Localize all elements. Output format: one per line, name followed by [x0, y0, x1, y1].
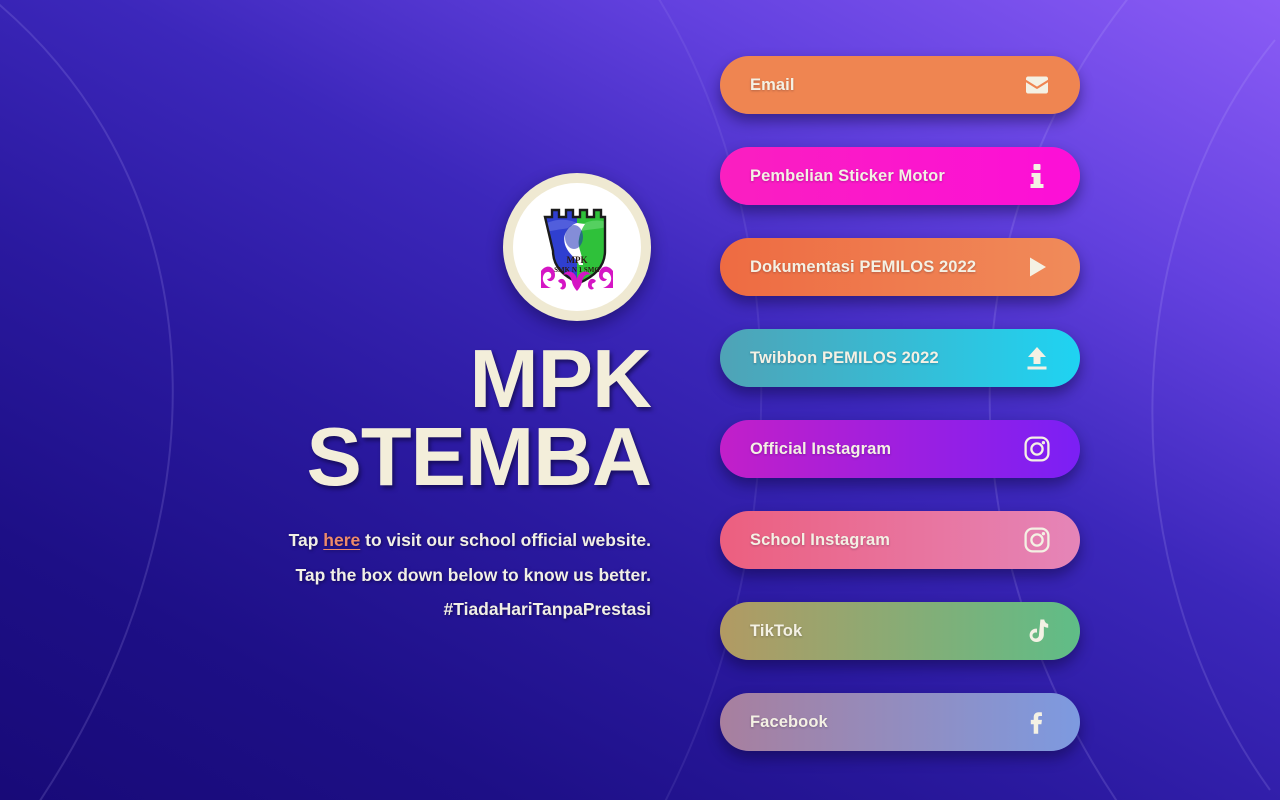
link-button-email[interactable]: Email [720, 56, 1080, 114]
profile-panel: MPK SMK N 1 SMG MPK STEMBA Tap here [0, 173, 652, 619]
instagram-icon [1022, 525, 1052, 555]
logo-inner-circle: MPK SMK N 1 SMG [513, 183, 641, 311]
logo-badge: MPK SMK N 1 SMG [503, 173, 651, 321]
link-button-facebook[interactable]: Facebook [720, 693, 1080, 751]
tagline-instruction: Tap the box down below to know us better… [295, 564, 651, 585]
tagline-website: Tap here to visit our school official we… [0, 530, 651, 550]
facebook-icon [1022, 707, 1052, 737]
tagline-prefix: Tap [288, 530, 324, 550]
instagram-icon [1022, 434, 1052, 464]
link-button-dokumentasi-pemilos-2022[interactable]: Dokumentasi PEMILOS 2022 [720, 238, 1080, 296]
link-button-school-instagram[interactable]: School Instagram [720, 511, 1080, 569]
link-button-tiktok[interactable]: TikTok [720, 602, 1080, 660]
link-label: Email [750, 75, 795, 94]
link-label: Facebook [750, 712, 828, 731]
link-label: Dokumentasi PEMILOS 2022 [750, 257, 977, 276]
link-label: School Instagram [750, 530, 891, 549]
title-line-1: MPK [469, 332, 652, 425]
upload-icon [1022, 343, 1052, 373]
tagline-hashtag: #TiadaHariTanpaPrestasi [443, 599, 651, 619]
mpk-stemba-crest-logo: MPK SMK N 1 SMG [541, 208, 613, 291]
school-website-link[interactable]: here [323, 530, 361, 550]
svg-text:SMK N 1 SMG: SMK N 1 SMG [554, 266, 600, 274]
link-label: Pembelian Sticker Motor [750, 166, 945, 185]
tagline-suffix: to visit our school official website. [360, 530, 651, 550]
tiktok-icon [1022, 616, 1052, 646]
link-label: TikTok [750, 621, 803, 640]
title-line-2: STEMBA [306, 410, 652, 504]
tagline-block: Tap here to visit our school official we… [0, 530, 651, 619]
link-label: Twibbon PEMILOS 2022 [750, 348, 939, 367]
page-title: MPK STEMBA [0, 332, 652, 504]
link-button-official-instagram[interactable]: Official Instagram [720, 420, 1080, 478]
link-button-twibbon-pemilos-2022[interactable]: Twibbon PEMILOS 2022 [720, 329, 1080, 387]
play-icon [1022, 252, 1052, 282]
envelope-icon [1022, 70, 1052, 100]
info-icon [1022, 161, 1052, 191]
link-button-pembelian-sticker-motor[interactable]: Pembelian Sticker Motor [720, 147, 1080, 205]
svg-text:MPK: MPK [567, 255, 588, 265]
link-label: Official Instagram [750, 439, 892, 458]
